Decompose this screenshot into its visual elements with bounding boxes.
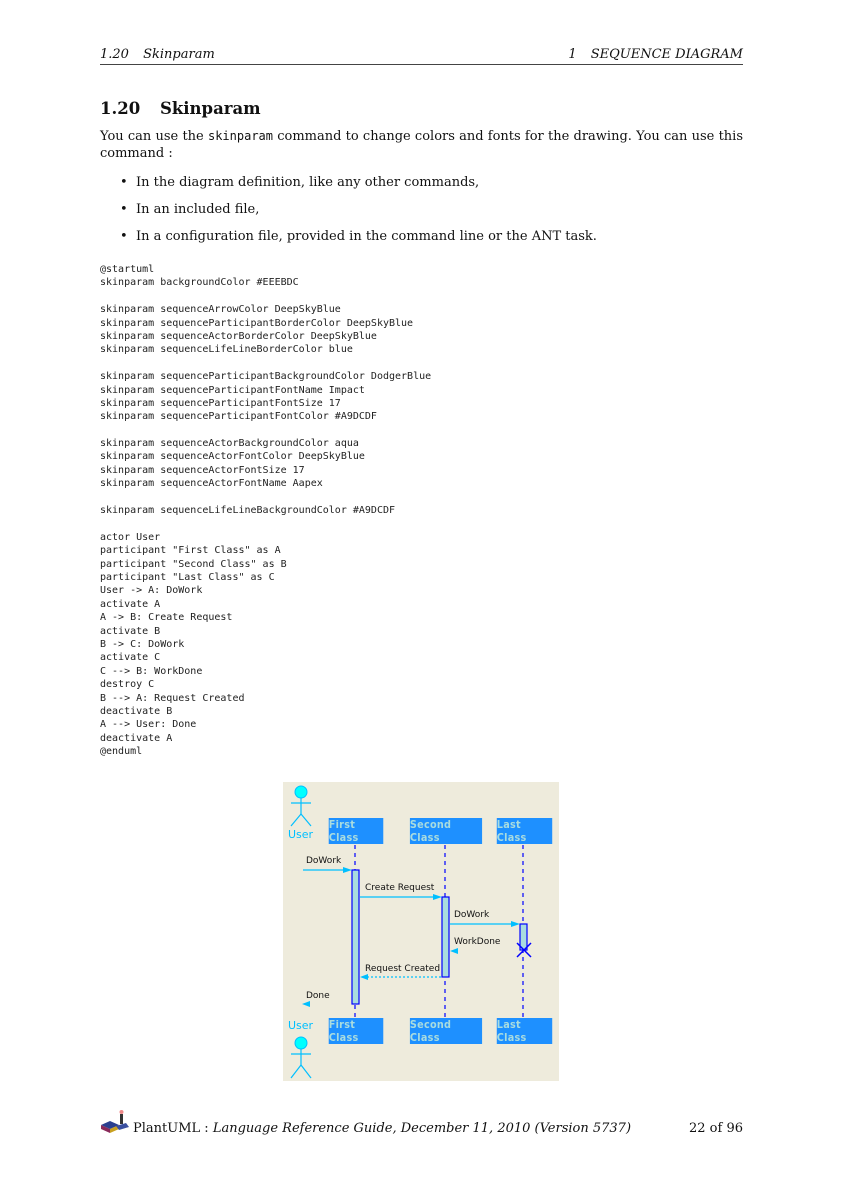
arrowhead-icon: [511, 921, 520, 927]
code-line: B -> C: DoWork: [100, 638, 185, 650]
code-line: skinparam sequenceParticipantFontColor #…: [100, 411, 377, 423]
code-line: [100, 290, 431, 303]
intro-text-1: You can use the: [100, 129, 208, 144]
code-line: skinparam sequenceParticipantBackgroundC…: [100, 371, 432, 383]
code-line: User -> A: DoWork: [100, 585, 203, 597]
code-line: [100, 357, 431, 370]
activation-second-class: [441, 896, 450, 978]
message-label: DoWork: [454, 910, 490, 920]
footer-subtitle: Language Reference Guide, December 11, 2…: [212, 1121, 632, 1136]
code-line: actor User: [100, 531, 161, 543]
section-title: Skinparam: [159, 99, 261, 118]
page-footer: PlantUML : Language Reference Guide, Dec…: [100, 1110, 743, 1136]
code-line: skinparam sequenceActorBorderColor DeepS…: [100, 330, 377, 342]
inline-code-skinparam: skinparam: [207, 129, 273, 143]
bullet-item: In a configuration file, provided in the…: [100, 228, 743, 255]
message-label: DoWork: [306, 856, 342, 866]
header-section-number: 1.20: [100, 47, 129, 62]
header-chapter: 1 SEQUENCE DIAGRAM: [568, 47, 743, 62]
code-listing: @startuml skinparam backgroundColor #EEEB…: [100, 263, 431, 758]
bullet-list: In the diagram definition, like any othe…: [100, 174, 743, 255]
code-line: destroy C: [100, 679, 155, 691]
arrowhead-icon: [302, 1001, 310, 1007]
footer-text: PlantUML : Language Reference Guide, Dec…: [133, 1121, 631, 1136]
arrowhead-icon: [433, 894, 442, 900]
running-header: 1.20 Skinparam 1 SEQUENCE DIAGRAM: [100, 46, 743, 65]
participant-last-class-bottom: Last Class: [496, 1018, 553, 1044]
actor-label-top: User: [288, 828, 314, 841]
code-line: A --> User: Done: [100, 719, 197, 731]
header-chapter-title: SEQUENCE DIAGRAM: [590, 47, 743, 62]
arrowhead-icon: [360, 974, 368, 980]
code-line: deactivate B: [100, 705, 173, 717]
plantuml-logo-icon: [101, 1110, 129, 1133]
header-chapter-number: 1: [568, 47, 577, 62]
code-line: skinparam sequenceParticipantFontName Im…: [100, 384, 365, 396]
participant-second-class-bottom: Second Class: [409, 1018, 483, 1044]
activation-first-class: [351, 869, 360, 1005]
message-label: Request Created: [365, 964, 441, 974]
code-line: skinparam sequenceActorFontName Aapex: [100, 478, 323, 490]
message-label: WorkDone: [454, 937, 501, 947]
participant-last-class-top: Last Class: [496, 818, 553, 844]
actor-label-bottom: User: [288, 1019, 314, 1032]
code-line: skinparam sequenceActorFontSize 17: [100, 464, 305, 476]
message-label: Create Request: [365, 883, 435, 893]
code-line: @startuml: [100, 264, 155, 275]
destroy-icon: [516, 942, 532, 958]
intro-paragraph: You can use the skinparam command to cha…: [100, 128, 743, 162]
code-line: activate C: [100, 652, 161, 664]
code-line: participant "First Class" as A: [100, 545, 281, 557]
actor-user-top-icon: [290, 785, 312, 827]
code-line: skinparam sequenceActorBackgroundColor a…: [100, 438, 359, 450]
footer-separator: :: [200, 1121, 213, 1136]
code-line: skinparam sequenceLifeLineBackgroundColo…: [100, 505, 396, 517]
lifelines: [354, 845, 524, 1018]
section-heading: 1.20 Skinparam: [100, 99, 261, 118]
code-line: C --> B: WorkDone: [100, 665, 203, 677]
participant-second-class-top: Second Class: [409, 818, 483, 844]
diagram-graphics: B (WorkDone) --> A (Request Created) -->…: [290, 785, 532, 1079]
intro-text-2: command to change colors and fonts for t…: [100, 129, 743, 161]
code-line: [100, 424, 431, 437]
bullet-item: In the diagram definition, like any othe…: [100, 174, 743, 201]
arrowhead-icon: [450, 948, 458, 954]
header-section-title: Skinparam: [143, 47, 215, 62]
code-line: activate B: [100, 625, 161, 637]
code-line: deactivate A: [100, 732, 173, 744]
footer-brand: PlantUML: [133, 1121, 201, 1136]
code-line: skinparam sequenceActorFontColor DeepSky…: [100, 451, 365, 463]
code-line: [100, 491, 431, 504]
code-line: activate A: [100, 598, 161, 610]
code-line: skinparam sequenceParticipantBorderColor…: [100, 317, 414, 329]
participant-first-class-top: First Class: [328, 818, 384, 844]
code-line: B --> A: Request Created: [100, 692, 245, 704]
bullet-item: In an included file,: [100, 201, 743, 228]
header-section: 1.20 Skinparam: [100, 47, 215, 62]
code-line: skinparam sequenceLifeLineBorderColor bl…: [100, 344, 353, 356]
code-line: @enduml: [100, 746, 143, 758]
code-line: skinparam backgroundColor #EEEBDC: [100, 277, 299, 289]
code-line: skinparam sequenceParticipantFontSize 17: [100, 397, 341, 409]
arrowhead-icon: [343, 867, 352, 873]
sequence-diagram: B (WorkDone) --> A (Request Created) -->…: [283, 782, 559, 1081]
section-number: 1.20: [100, 99, 141, 118]
actor-user-bottom-icon: [290, 1036, 312, 1079]
participant-first-class-bottom: First Class: [328, 1018, 384, 1044]
page-number: 22 of 96: [689, 1121, 743, 1136]
code-line: skinparam sequenceArrowColor DeepSkyBlue: [100, 304, 341, 316]
code-line: participant "Last Class" as C: [100, 571, 275, 583]
message-label: Done: [306, 991, 330, 1001]
code-line: participant "Second Class" as B: [100, 558, 287, 570]
code-line: [100, 517, 431, 530]
code-line: A -> B: Create Request: [100, 612, 233, 624]
